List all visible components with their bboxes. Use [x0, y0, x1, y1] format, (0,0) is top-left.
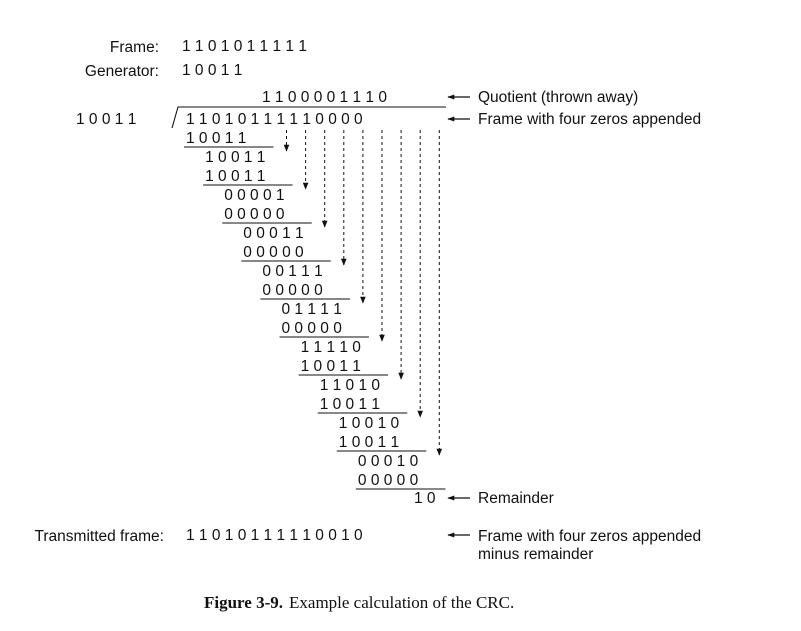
- division-step-row: 1 1 1 1 0: [301, 339, 362, 356]
- subtraction-lines: [184, 146, 446, 490]
- transmitted-label: Transmitted frame:: [35, 528, 165, 545]
- division-step-row: 1 0 0 1 0: [339, 415, 400, 432]
- division-step-row: 0 0 0 0 0: [262, 282, 323, 299]
- division-step-row: 0 0 0 0 0: [358, 472, 419, 489]
- generator-bits: 1 0 0 1 1: [182, 62, 242, 79]
- dividend-bits: 1 1 0 1 0 1 1 1 1 1 0 0 0 0: [186, 111, 363, 128]
- division-step-row: 1 1 0 1 0: [320, 377, 381, 394]
- quotient-annotation: Quotient (thrown away): [478, 89, 638, 106]
- division-step-row: 0 0 0 0 0: [224, 206, 285, 223]
- division-step-row: 0 0 0 0 0: [282, 320, 343, 337]
- division-step-row: 1 0 0 1 1: [339, 434, 399, 451]
- caption-label: Figure 3-9.: [204, 593, 283, 612]
- division-steps: 1 0 0 1 1 1 0 0 1 1 1 0 0 1 1 0 0 0 0 1 0 0 …: [186, 130, 419, 489]
- division-step-row: 0 0 0 0 1: [224, 187, 284, 204]
- caption-text: Example calculation of the CRC.: [289, 593, 514, 612]
- figure-caption: Figure 3-9. Example calculation of the CR…: [204, 593, 514, 612]
- quotient-bits: 1 1 0 0 0 0 1 1 1 0: [262, 89, 387, 106]
- division-step-row: 0 0 0 1 0: [358, 453, 419, 470]
- remainder-annotation: Remainder: [478, 490, 554, 507]
- generator-label: Generator:: [85, 63, 159, 80]
- division-step-row: 1 0 0 1 1: [320, 396, 380, 413]
- division-bracket: [171, 106, 446, 129]
- division-step-row: 1 0 0 1 1: [205, 149, 265, 166]
- dividend-annotation: Frame with four zeros appended: [478, 111, 701, 128]
- transmitted-annotation-line2: minus remainder: [478, 546, 593, 563]
- transmitted-bits: 1 1 0 1 0 1 1 1 1 1 0 0 1 0: [186, 527, 363, 544]
- division-step-row: 1 0 0 1 1: [205, 168, 265, 185]
- division-step-row: 0 1 1 1 1: [282, 301, 342, 318]
- divisor-bits: 1 0 0 1 1: [76, 111, 136, 128]
- division-step-row: 1 0 0 1 1: [301, 358, 361, 375]
- division-step-row: 0 0 0 1 1: [243, 225, 303, 242]
- transmitted-annotation-line1: Frame with four zeros appended: [478, 528, 701, 545]
- division-step-row: 0 0 1 1 1: [262, 263, 322, 280]
- bring-down-arrows: [283, 130, 443, 456]
- remainder-bits: 1 0: [414, 490, 436, 507]
- division-step-row: 1 0 0 1 1: [186, 130, 246, 147]
- frame-bits: 1 1 0 1 0 1 1 1 1 1: [182, 38, 307, 55]
- frame-label: Frame:: [110, 39, 159, 56]
- division-step-row: 0 0 0 0 0: [243, 244, 304, 261]
